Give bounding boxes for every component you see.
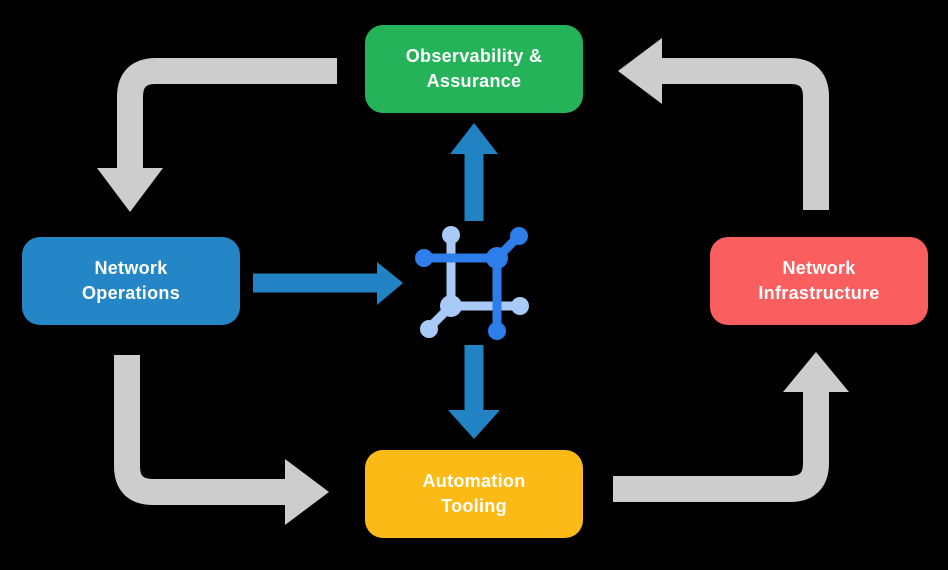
node-network-operations: Network Operations	[22, 237, 240, 325]
arrow-observability-to-operations	[97, 58, 337, 212]
arrow-head-up	[450, 123, 498, 154]
arrow-head-right	[285, 459, 329, 525]
arrow-head-up	[783, 352, 849, 392]
node-label-line1: Observability &	[405, 46, 543, 66]
arrow-operations-to-tooling	[114, 355, 329, 525]
arrow-tooling-to-infrastructure	[613, 352, 849, 502]
arrow-center-to-observability	[450, 123, 498, 221]
arrow-center-to-tooling	[448, 345, 500, 439]
node-label-line2: Infrastructure	[758, 283, 880, 303]
arrow-shaft	[660, 58, 829, 210]
node-automation-tooling: Automation Tooling	[365, 450, 583, 538]
arrow-head-down	[97, 168, 163, 212]
arrow-head-down	[448, 410, 500, 439]
node-label-line2: Tooling	[441, 496, 507, 516]
arrow-head-left	[618, 38, 662, 104]
node-observability-assurance: Observability & Assurance	[365, 25, 583, 113]
node-label-line2: Operations	[81, 283, 181, 303]
node-label-line1: Automation	[422, 471, 526, 491]
arrow-shaft	[114, 355, 287, 505]
node-label-line1: Network	[782, 258, 856, 278]
arrow-infrastructure-to-observability	[618, 38, 829, 210]
network-fabric-icon-primary	[415, 227, 528, 340]
node-network-infrastructure: Network Infrastructure	[710, 237, 928, 325]
node-label-line1: Network	[94, 258, 168, 278]
arrow-shaft	[613, 390, 829, 502]
network-fabric-icon	[415, 226, 529, 340]
node-label-line2: Assurance	[426, 71, 522, 91]
arrow-shaft	[117, 58, 337, 172]
arrow-operations-to-center	[253, 262, 403, 305]
arrow-head-right	[377, 262, 403, 305]
network-fabric-icon-secondary	[420, 226, 529, 338]
